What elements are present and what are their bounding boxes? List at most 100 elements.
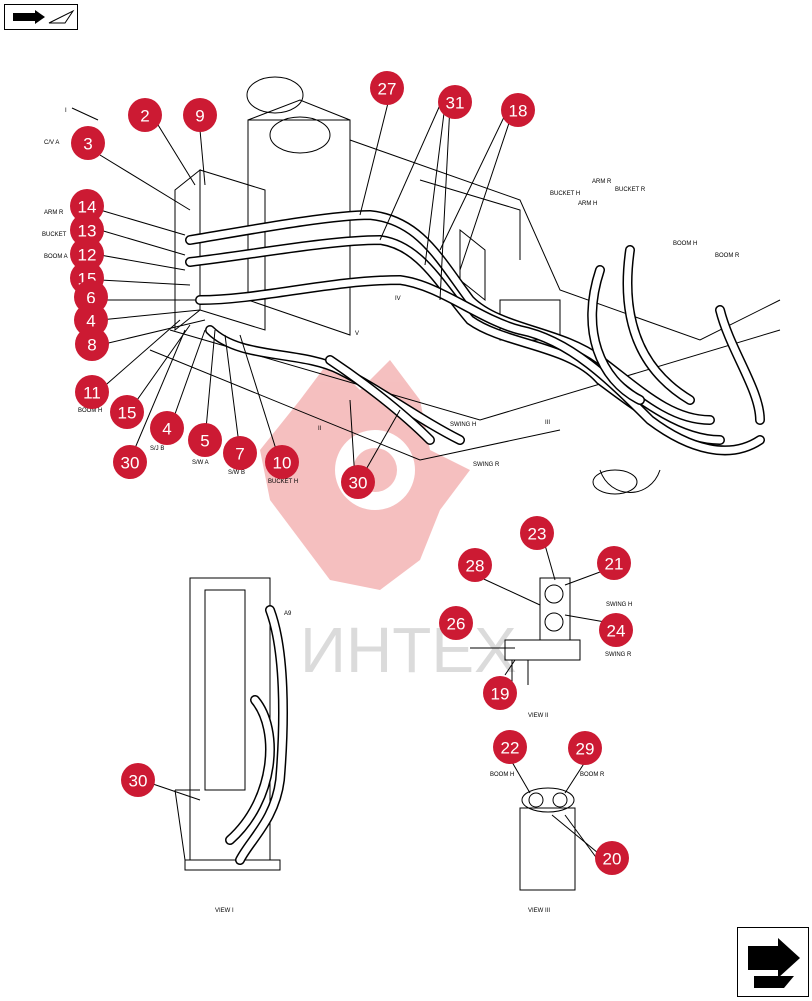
port-label-boom-h-view3: BOOM H — [490, 772, 514, 778]
port-label-a9: A9 — [284, 611, 292, 617]
svg-text:30: 30 — [121, 454, 140, 473]
hose-bundle — [185, 209, 765, 456]
port-labels: BUCKET H ARM R ARM H BUCKET R BOOM H BOO… — [42, 140, 740, 617]
svg-text:10: 10 — [273, 454, 292, 473]
port-label-swing-h-center: SWING H — [450, 422, 476, 428]
callout-20[interactable]: 20 — [595, 841, 629, 875]
leader-lines — [99, 94, 511, 481]
port-label-boom-r: BOOM R — [715, 253, 740, 259]
callout-24[interactable]: 24 — [599, 613, 633, 647]
callout-11[interactable]: 11 — [75, 375, 109, 409]
view-marker-iv: IV — [395, 296, 401, 302]
view-i-detail: VIEW I — [149, 577, 288, 914]
view-i-label: VIEW I — [215, 908, 234, 914]
view-marker-iii: III — [545, 420, 550, 426]
svg-text:8: 8 — [87, 336, 96, 355]
callout-15-bottom[interactable]: 15 — [110, 395, 144, 429]
next-page-button[interactable] — [737, 927, 809, 997]
port-label-cv-bucket: BUCKET — [42, 232, 67, 238]
view-marker-v: V — [355, 331, 359, 337]
svg-text:29: 29 — [576, 740, 595, 759]
svg-text:6: 6 — [86, 289, 95, 308]
svg-text:30: 30 — [129, 772, 148, 791]
book-arrow-icon — [13, 9, 75, 24]
svg-text:23: 23 — [528, 525, 547, 544]
svg-text:7: 7 — [235, 445, 244, 464]
svg-text:20: 20 — [603, 850, 622, 869]
callouts: 2 9 3 27 31 18 14 13 12 15 6 4 8 11 15 4… — [70, 71, 633, 875]
svg-text:31: 31 — [446, 94, 465, 113]
callout-28[interactable]: 28 — [458, 548, 492, 582]
svg-text:2: 2 — [140, 107, 149, 126]
view-ii-label: VIEW II — [528, 713, 549, 719]
svg-text:11: 11 — [83, 384, 101, 403]
port-label-sj-b: S/J B — [150, 446, 164, 452]
watermark-text: ИНТЕХ — [300, 614, 517, 686]
callout-10[interactable]: 10 — [265, 445, 299, 479]
view-markers: I II III IV V — [65, 107, 550, 432]
callout-30-center[interactable]: 30 — [341, 465, 375, 499]
arrow-right-icon — [748, 938, 800, 988]
view-iii-label: VIEW III — [528, 908, 550, 914]
port-label-swing-h: SWING H — [606, 602, 632, 608]
port-label-cv-boom: BOOM A — [44, 254, 68, 260]
view-marker-ii: II — [318, 426, 322, 432]
callout-7[interactable]: 7 — [223, 436, 257, 470]
svg-text:28: 28 — [466, 557, 485, 576]
port-label-boom-h: BOOM H — [673, 241, 697, 247]
port-label-swing-r-center: SWING R — [473, 462, 500, 468]
port-label-bucket-h: BUCKET H — [550, 191, 580, 197]
svg-text:14: 14 — [78, 198, 97, 217]
svg-text:21: 21 — [605, 555, 624, 574]
callout-8[interactable]: 8 — [75, 327, 109, 361]
callout-31[interactable]: 31 — [438, 85, 472, 119]
svg-text:27: 27 — [378, 80, 397, 99]
callout-4-top[interactable]: 4 — [74, 303, 108, 337]
callout-21[interactable]: 21 — [597, 546, 631, 580]
svg-text:9: 9 — [195, 107, 204, 126]
callout-22[interactable]: 22 — [493, 730, 527, 764]
callout-30-bottom[interactable]: 30 — [121, 763, 155, 797]
svg-text:5: 5 — [200, 432, 209, 451]
callout-9[interactable]: 9 — [183, 98, 217, 132]
svg-text:30: 30 — [349, 474, 368, 493]
svg-text:15: 15 — [118, 404, 137, 423]
callout-2[interactable]: 2 — [128, 98, 162, 132]
svg-text:3: 3 — [83, 135, 92, 154]
svg-text:13: 13 — [78, 222, 97, 241]
callout-26[interactable]: 26 — [439, 606, 473, 640]
svg-text:19: 19 — [491, 685, 510, 704]
callout-29[interactable]: 29 — [568, 731, 602, 765]
port-label-boom-h-low: BOOM H — [78, 408, 102, 414]
svg-text:18: 18 — [509, 102, 528, 121]
port-label-arm-h: ARM H — [578, 201, 597, 207]
svg-text:22: 22 — [501, 739, 520, 758]
view-ii-detail: SWING H SWING R VIEW II — [470, 544, 632, 719]
callout-3[interactable]: 3 — [71, 126, 105, 160]
callout-19[interactable]: 19 — [483, 676, 517, 710]
callout-5[interactable]: 5 — [188, 423, 222, 457]
port-label-boom-r-view3: BOOM R — [580, 772, 605, 778]
svg-text:4: 4 — [162, 420, 171, 439]
callout-18[interactable]: 18 — [501, 93, 535, 127]
callout-27[interactable]: 27 — [370, 71, 404, 105]
callout-13[interactable]: 13 — [70, 213, 104, 247]
callout-23[interactable]: 23 — [520, 516, 554, 550]
port-label-bucket-h-low: BUCKET H — [268, 479, 298, 485]
port-label-swing-r: SWING R — [605, 652, 632, 658]
svg-text:24: 24 — [607, 622, 626, 641]
port-label-bucket-r: BUCKET R — [615, 187, 646, 193]
port-label-cv-arm: ARM R — [44, 210, 64, 216]
callout-12[interactable]: 12 — [70, 237, 104, 271]
port-label-sw-b: S/W B — [228, 470, 245, 476]
svg-text:12: 12 — [78, 246, 97, 265]
svg-text:26: 26 — [447, 615, 466, 634]
callout-14[interactable]: 14 — [70, 189, 104, 223]
view-marker-i: I — [65, 108, 67, 114]
prev-page-button[interactable] — [4, 4, 78, 30]
port-label-arm-r: ARM R — [592, 179, 612, 185]
svg-text:4: 4 — [86, 312, 95, 331]
callout-30-left[interactable]: 30 — [113, 445, 147, 479]
callout-4-bottom[interactable]: 4 — [150, 411, 184, 445]
